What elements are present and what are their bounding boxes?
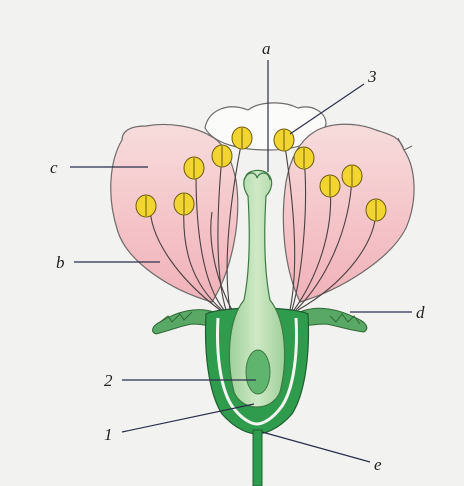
label-b: b [56,253,65,272]
anther [342,165,362,187]
label-e: e [374,455,382,474]
label-3: 3 [367,67,377,86]
anther [136,195,156,217]
label-a: a [262,39,271,58]
anther [232,127,252,149]
label-1: 1 [104,425,113,444]
stem [253,430,262,486]
label-c: c [50,158,58,177]
anther [320,175,340,197]
anther [294,147,314,169]
anther [184,157,204,179]
ovule [246,350,270,394]
anther [366,199,386,221]
label-d: d [416,303,425,322]
label-2: 2 [104,371,113,390]
anther [174,193,194,215]
anther [212,145,232,167]
anther [274,129,294,151]
